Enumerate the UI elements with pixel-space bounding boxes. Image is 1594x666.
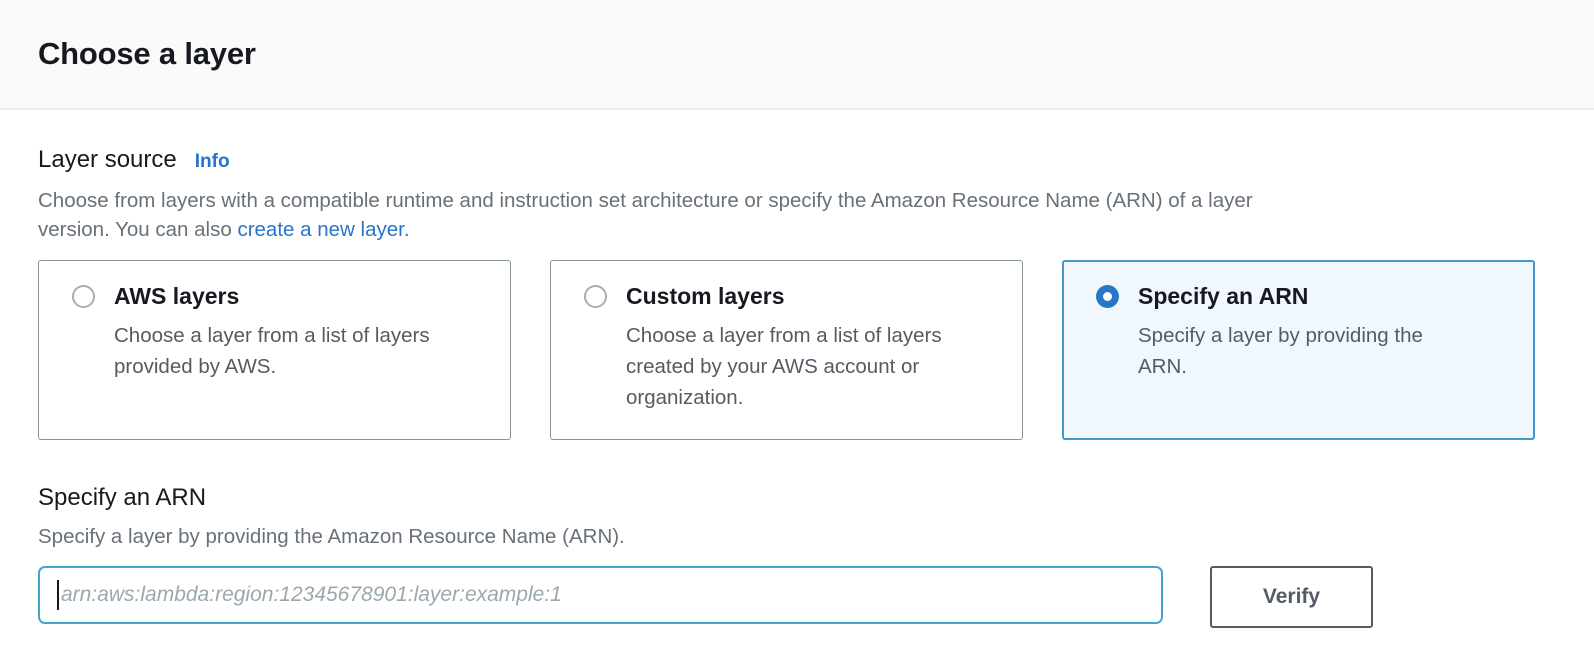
arn-input-wrap [38,566,1163,624]
verify-button[interactable]: Verify [1210,566,1373,628]
specify-arn-section: Specify an ARN Specify a layer by provid… [38,484,1556,628]
description-line-1: Choose from layers with a compatible run… [38,189,1253,212]
specify-arn-heading: Specify an ARN [38,484,207,511]
layer-source-label-row: Layer source Info [38,146,1556,174]
card-description: Choose a layer from a list of layers cre… [626,324,942,409]
panel-body: Layer source Info Choose from layers wit… [0,110,1594,628]
layer-source-label: Layer source [38,146,177,173]
layer-option-aws-layers[interactable]: AWS layers Choose a layer from a list of… [38,260,511,440]
arn-input[interactable] [38,566,1163,624]
card-title: Specify an ARN [1138,283,1309,309]
card-title: Custom layers [626,283,785,309]
specify-arn-description: Specify a layer by providing the Amazon … [38,525,625,548]
layer-option-specify-arn[interactable]: Specify an ARN Specify a layer by provid… [1062,260,1535,440]
description-line-2-prefix: version. You can also [38,218,238,241]
card-title: AWS layers [114,283,240,309]
card-head: Specify an ARN [1096,283,1510,310]
layer-option-custom-layers[interactable]: Custom layers Choose a layer from a list… [550,260,1023,440]
panel-header: Choose a layer [0,0,1594,110]
layer-source-options: AWS layers Choose a layer from a list of… [38,260,1556,440]
radio-checked-icon[interactable] [1096,285,1119,308]
radio-unchecked-icon[interactable] [584,285,607,308]
card-head: Custom layers [584,283,998,310]
card-description: Specify a layer by providing the ARN. [1138,324,1423,378]
arn-input-row: Verify [38,566,1556,628]
create-new-layer-link[interactable]: create a new layer. [237,218,410,241]
layer-source-description: Choose from layers with a compatible run… [38,186,1556,244]
card-description: Choose a layer from a list of layers pro… [114,324,430,378]
description-line-2: version. You can also create a new layer… [38,215,1556,244]
info-link[interactable]: Info [194,151,230,172]
page-title: Choose a layer [38,36,256,71]
radio-unchecked-icon[interactable] [72,285,95,308]
text-cursor [57,580,59,610]
card-head: AWS layers [72,283,486,310]
